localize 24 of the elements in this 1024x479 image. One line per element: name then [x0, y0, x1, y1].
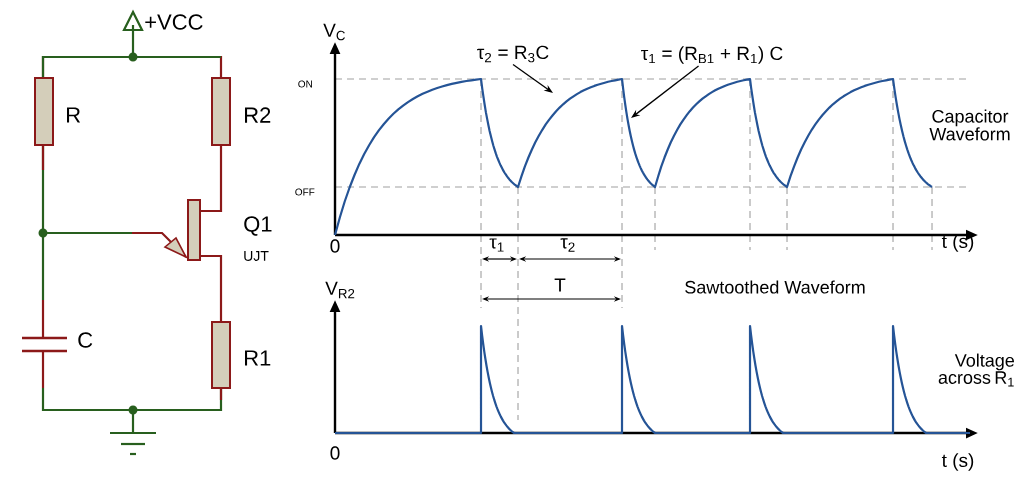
formula-label: τ$_{2}$ = R$_{3}$C	[477, 45, 549, 63]
component-label: Q1	[244, 216, 272, 236]
axis-label: V$_{C}$	[323, 23, 345, 41]
level-label: ON	[298, 80, 312, 88]
formula-label: τ$_{1}$ = (R$_{B1}$ + R$_{1}$) C	[641, 46, 783, 64]
axis-label: V$_{R2}$	[325, 281, 355, 299]
component-label: R1	[245, 350, 271, 366]
axis-label: 0	[330, 446, 340, 460]
supply-label: +VCC	[145, 14, 203, 30]
dimension-label: T	[554, 278, 566, 292]
component-label: R2	[245, 107, 271, 123]
waveform-caption: Voltage across R$_{1}$	[938, 353, 1014, 387]
leader-arrow	[512, 63, 553, 93]
component-label: UJT	[244, 251, 269, 261]
axis-label: t (s)	[941, 453, 974, 471]
axis-label: 0	[330, 239, 340, 253]
waveform-caption: Sawtoothed Waveform	[685, 280, 865, 294]
component-label: C	[78, 332, 93, 348]
level-label: OFF	[295, 188, 315, 196]
component-label: R	[67, 107, 81, 123]
dimension-label: τ$_{1}$	[489, 238, 504, 252]
leader-arrow	[631, 65, 700, 118]
waveform-caption: Capacitor Waveform	[929, 109, 1010, 141]
dimension-label: τ$_{2}$	[560, 238, 575, 252]
